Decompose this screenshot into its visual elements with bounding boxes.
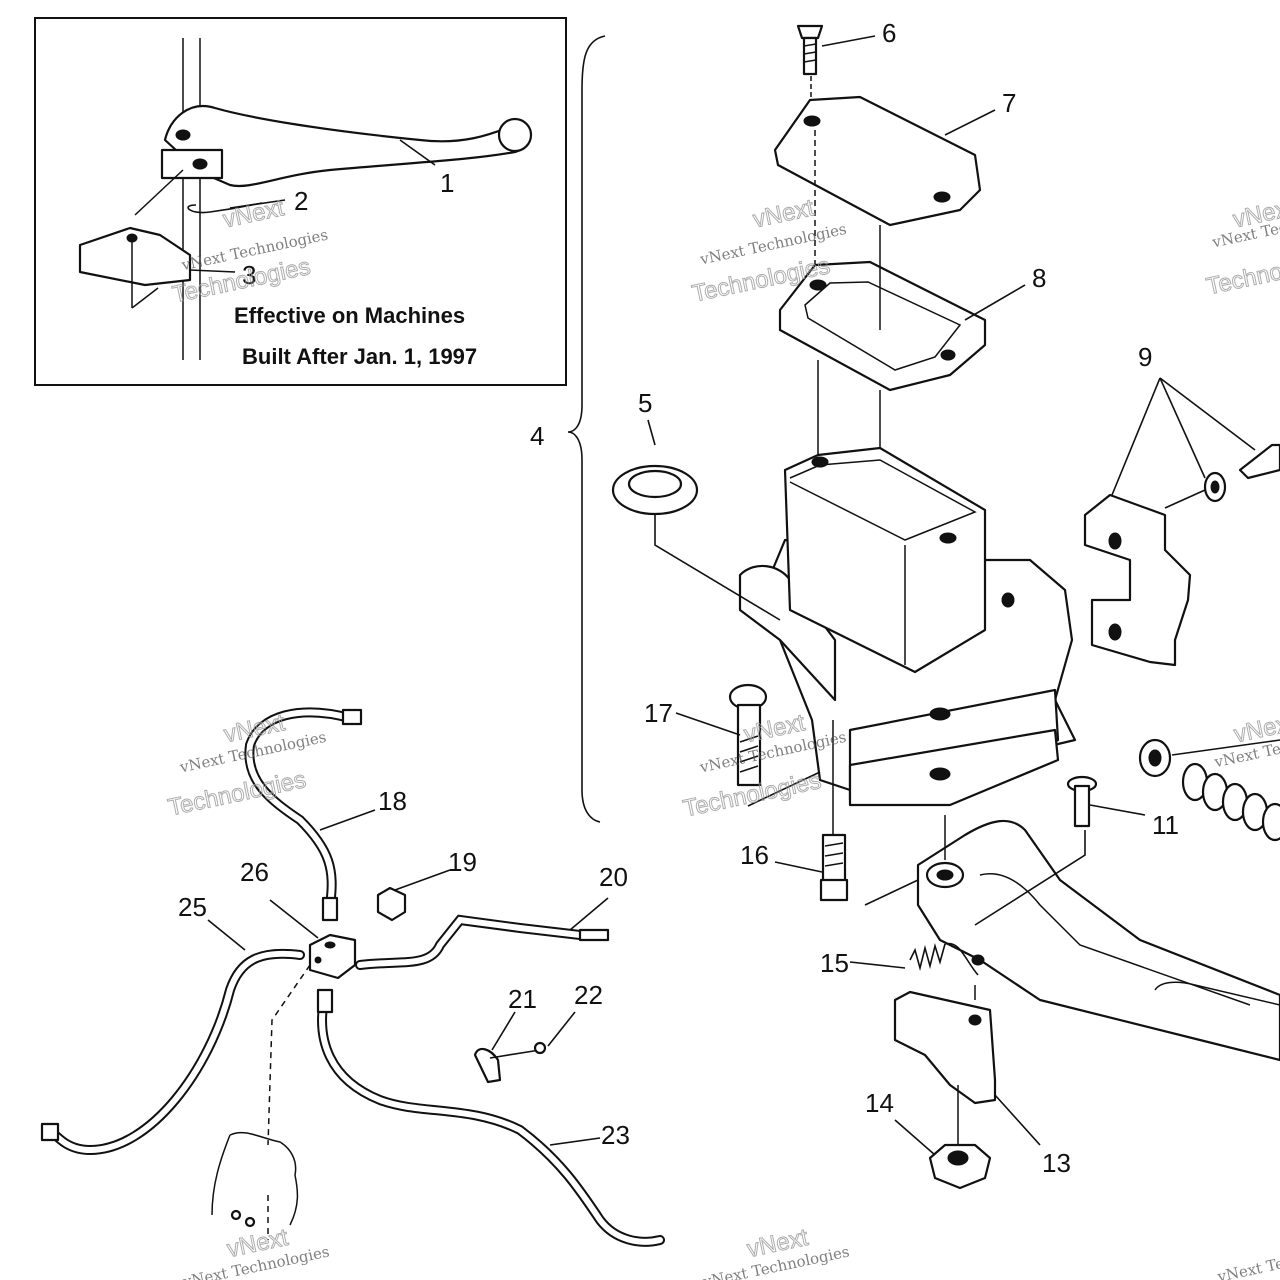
throttle-block-inset xyxy=(78,226,192,287)
pivot-bolt: 17 xyxy=(644,683,821,807)
callout-15: 15 xyxy=(820,948,849,978)
callout-21: 21 xyxy=(508,984,537,1014)
callout-7: 7 xyxy=(1002,88,1016,118)
assembly-bracket-4: 4 xyxy=(530,35,606,823)
callout-9: 9 xyxy=(1138,342,1152,372)
inset-panel: 1 2 3 Effective on Machines Built After … xyxy=(34,17,567,386)
caliper-outline xyxy=(211,964,311,1240)
callout-20: 20 xyxy=(599,862,628,892)
callout-19: 19 xyxy=(448,847,477,877)
note-line-1: Effective on Machines xyxy=(234,303,465,328)
callout-3: 3 xyxy=(242,260,256,290)
cover-screw: 6 xyxy=(796,18,896,112)
callout-1: 1 xyxy=(440,168,454,198)
pivot-pin: 11 xyxy=(1066,775,1179,840)
callout-22: 22 xyxy=(574,980,603,1010)
callout-16: 16 xyxy=(740,840,769,870)
callout-14: 14 xyxy=(865,1088,894,1118)
callout-17: 17 xyxy=(644,698,673,728)
lock-nut: 14 xyxy=(865,1088,992,1190)
master-cylinder-body xyxy=(738,446,1077,807)
brake-hose-18: 18 xyxy=(244,707,407,922)
callout-13: 13 xyxy=(1042,1148,1071,1178)
callout-8: 8 xyxy=(1032,263,1046,293)
callout-5: 5 xyxy=(638,388,652,418)
boot-ring: 5 xyxy=(611,388,781,621)
callout-6: 6 xyxy=(882,18,896,48)
callout-23: 23 xyxy=(601,1120,630,1150)
handlebar-clamp: 9 xyxy=(1083,342,1280,667)
bleeder-fitting: 19 xyxy=(376,847,477,922)
note-line-2: Built After Jan. 1, 1997 xyxy=(242,344,477,369)
reservoir-gasket: 8 xyxy=(778,260,1046,392)
piston-washer-spring xyxy=(1138,738,1280,842)
svg-text:vNext Technologies: vNext Technologies xyxy=(1215,1237,1280,1280)
callout-26: 26 xyxy=(240,857,269,887)
reservoir-cover: 7 xyxy=(773,88,1016,227)
lever-spring: 15 xyxy=(820,942,979,978)
callout-11: 11 xyxy=(1152,810,1179,840)
brake-light-switch: 20 xyxy=(355,862,628,970)
callout-4: 4 xyxy=(530,421,544,451)
callout-18: 18 xyxy=(378,786,407,816)
brake-hose-25: 25 xyxy=(40,892,305,1156)
brake-hose-23: 23 xyxy=(316,988,665,1247)
svg-text:Technologies: Technologies xyxy=(1204,245,1280,301)
hose-clip: 21 22 xyxy=(473,980,603,1084)
brake-lever xyxy=(864,815,1280,1062)
callout-25: 25 xyxy=(178,892,207,922)
throttle-block: 13 xyxy=(893,985,1071,1178)
callout-2: 2 xyxy=(294,186,308,216)
lever-bolt: 16 xyxy=(740,720,849,902)
